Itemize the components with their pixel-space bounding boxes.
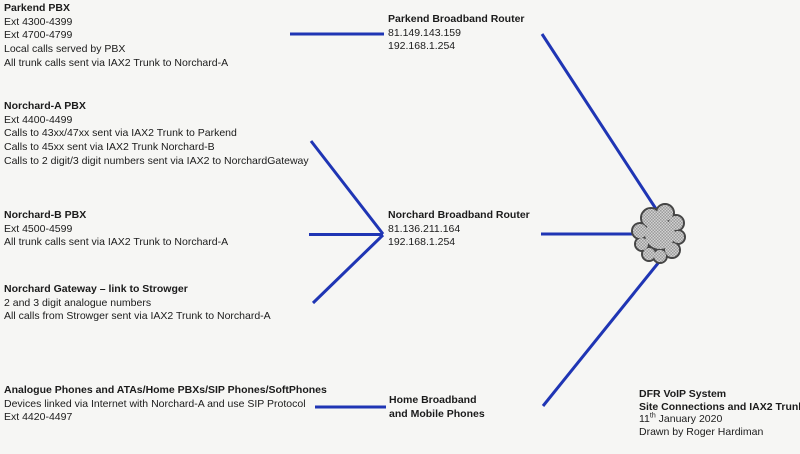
node-line: 2 and 3 digit analogue numbers: [4, 296, 152, 309]
node-parkend-router: Parkend Broadband Router 81.149.143.159 …: [388, 13, 525, 54]
node-line: Calls to 43xx/47xx sent via IAX2 Trunk t…: [4, 127, 237, 140]
node-line: 81.136.211.164: [388, 222, 461, 235]
node-parkend-pbx: Parkend PBX Ext 4300-4399 Ext 4700-4799 …: [4, 2, 228, 71]
caption-author: Drawn by Roger Hardiman: [639, 425, 764, 438]
node-title: and Mobile Phones: [389, 407, 485, 420]
norchard-a-to-norchard-router: [309, 140, 385, 235]
node-line: All trunk calls sent via IAX2 Trunk to N…: [4, 236, 229, 249]
node-title: Home Broadband: [389, 394, 477, 406]
caption-date-rest: January 2020: [655, 413, 723, 425]
node-line: 81.149.143.159: [388, 26, 461, 39]
home-broadband-to-internet: [541, 261, 661, 407]
parkend-router-to-internet: [540, 33, 660, 213]
caption-date-sup: th: [649, 412, 656, 420]
node-home-broadband: Home Broadband and Mobile Phones: [389, 394, 485, 421]
node-title: Norchard-A PBX: [4, 100, 86, 112]
node-title: Norchard Gateway – link to Strowger: [4, 283, 188, 295]
node-line: Ext 4420-4497: [4, 411, 73, 424]
node-norchard-gateway: Norchard Gateway – link to Strowger 2 an…: [4, 283, 271, 324]
node-title: Norchard Broadband Router: [388, 209, 530, 221]
node-line: Calls to 2 digit/3 digit numbers sent vi…: [4, 154, 309, 167]
node-title: Analogue Phones and ATAs/Home PBXs/SIP P…: [4, 384, 327, 396]
node-title: Norchard-B PBX: [4, 209, 87, 221]
node-analogue-phones: Analogue Phones and ATAs/Home PBXs/SIP P…: [4, 384, 327, 425]
caption-date-day: 11: [639, 413, 650, 425]
node-line: Ext 4300-4399: [4, 15, 73, 28]
node-norchard-b-pbx: Norchard-B PBX Ext 4500-4599 All trunk c…: [4, 209, 228, 250]
node-norchard-router: Norchard Broadband Router 81.136.211.164…: [388, 209, 530, 250]
caption-title: DFR VoIP System: [639, 388, 727, 400]
node-title: Parkend PBX: [4, 2, 70, 14]
node-line: Devices linked via Internet with Norchar…: [4, 397, 306, 410]
node-line: 192.168.1.254: [388, 236, 456, 248]
node-title: Parkend Broadband Router: [388, 13, 525, 25]
node-line: Ext 4700-4799: [4, 29, 73, 42]
internet-cloud-icon: [631, 203, 686, 264]
node-norchard-a-pbx: Norchard-A PBX Ext 4400-4499 Calls to 43…: [4, 100, 309, 169]
node-line: Local calls served by PBX: [4, 43, 126, 56]
node-line: Calls to 45xx sent via IAX2 Trunk Norcha…: [4, 141, 215, 154]
caption-date: 11th January 2020: [639, 413, 800, 426]
node-line: Ext 4500-4599: [4, 222, 73, 235]
caption-subtitle: Site Connections and IAX2 Trunks: [639, 400, 800, 413]
connector-lines: [290, 32, 661, 409]
diagram-caption: DFR VoIP System Site Connections and IAX…: [639, 388, 800, 438]
node-line: 192.168.1.254: [388, 40, 456, 52]
node-line: All calls from Strowger sent via IAX2 Tr…: [4, 310, 271, 323]
node-line: All trunk calls sent via IAX2 Trunk to N…: [4, 56, 229, 69]
gateway-to-norchard-router: [311, 233, 385, 305]
node-line: Ext 4400-4499: [4, 113, 73, 126]
